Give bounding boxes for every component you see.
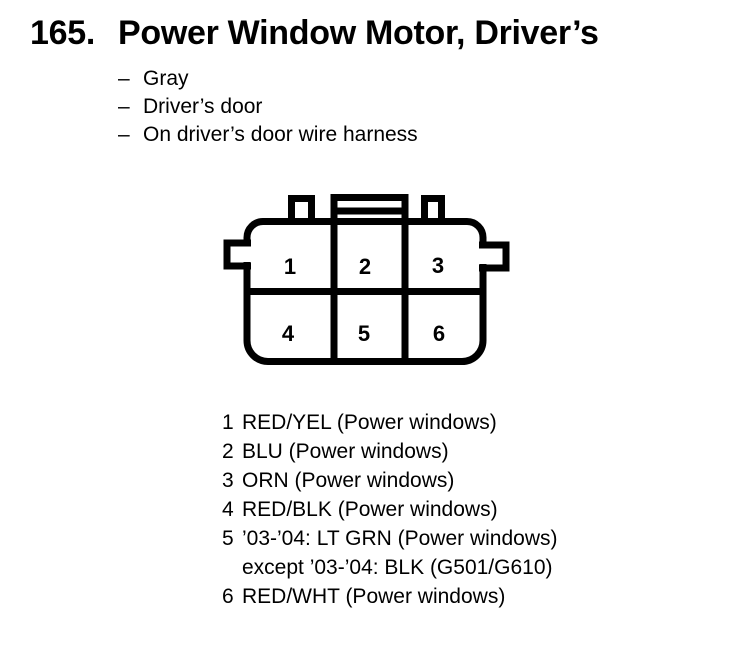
- connector-diagram: 1 2 3 4 5 6: [210, 185, 520, 375]
- pin-number-6: 6: [433, 321, 445, 346]
- pin-number-4: 4: [282, 321, 295, 346]
- note-text: On driver’s door wire harness: [143, 123, 418, 146]
- legend-row-pin6: 6 RED/WHT (Power windows): [222, 582, 558, 611]
- pin-legend: 1 RED/YEL (Power windows) 2 BLU (Power w…: [222, 408, 558, 611]
- page-title: 165. Power Window Motor, Driver’s: [30, 14, 599, 52]
- legend-row-pin4: 4 RED/BLK (Power windows): [222, 495, 558, 524]
- title-text: Power Window Motor, Driver’s: [117, 14, 599, 52]
- legend-pin-number: 1: [222, 411, 234, 434]
- pin-number-5: 5: [358, 321, 370, 346]
- legend-wire-label: BLU (Power windows): [242, 440, 449, 463]
- pin-number-3: 3: [432, 253, 444, 278]
- note-text: Gray: [143, 67, 189, 90]
- legend-wire-label: except ’03-’04: BLK (G501/G610): [242, 556, 553, 579]
- pin-number-2: 2: [359, 254, 371, 279]
- note-location: – Driver’s door: [118, 93, 418, 121]
- legend-pin-number: 3: [222, 469, 234, 492]
- note-color: – Gray: [118, 65, 418, 93]
- connector-notes: – Gray – Driver’s door – On driver’s doo…: [118, 65, 418, 149]
- legend-wire-label: ORN (Power windows): [242, 469, 455, 492]
- legend-row-pin2: 2 BLU (Power windows): [222, 437, 558, 466]
- side-tab-left: [223, 239, 251, 270]
- left-tab-opening: [243, 246, 251, 262]
- legend-pin-number: 4: [222, 498, 234, 521]
- legend-pin-number: 6: [222, 585, 234, 608]
- legend-wire-label: RED/BLK (Power windows): [242, 498, 498, 521]
- title-item-number: 165.: [30, 14, 95, 52]
- legend-pin-number: 2: [222, 440, 234, 463]
- legend-row-pin5-continued: except ’03-’04: BLK (G501/G610): [222, 553, 558, 582]
- pin-number-1: 1: [284, 254, 296, 279]
- right-tab-opening: [479, 248, 487, 264]
- dash-marker: –: [118, 67, 130, 90]
- note-text: Driver’s door: [143, 95, 263, 118]
- note-harness: – On driver’s door wire harness: [118, 121, 418, 149]
- legend-row-pin1: 1 RED/YEL (Power windows): [222, 408, 558, 437]
- dash-marker: –: [118, 123, 130, 146]
- legend-wire-label: RED/WHT (Power windows): [242, 585, 506, 608]
- side-tab-right: [479, 241, 510, 272]
- dash-marker: –: [118, 95, 130, 118]
- legend-row-pin5: 5 ’03-’04: LT GRN (Power windows): [222, 524, 558, 553]
- legend-pin-number: [222, 553, 242, 582]
- legend-row-pin3: 3 ORN (Power windows): [222, 466, 558, 495]
- connector-svg: 1 2 3 4 5 6: [223, 194, 510, 365]
- legend-wire-label: RED/YEL (Power windows): [242, 411, 497, 434]
- legend-pin-number: 5: [222, 527, 234, 550]
- legend-wire-label: ’03-’04: LT GRN (Power windows): [242, 527, 558, 550]
